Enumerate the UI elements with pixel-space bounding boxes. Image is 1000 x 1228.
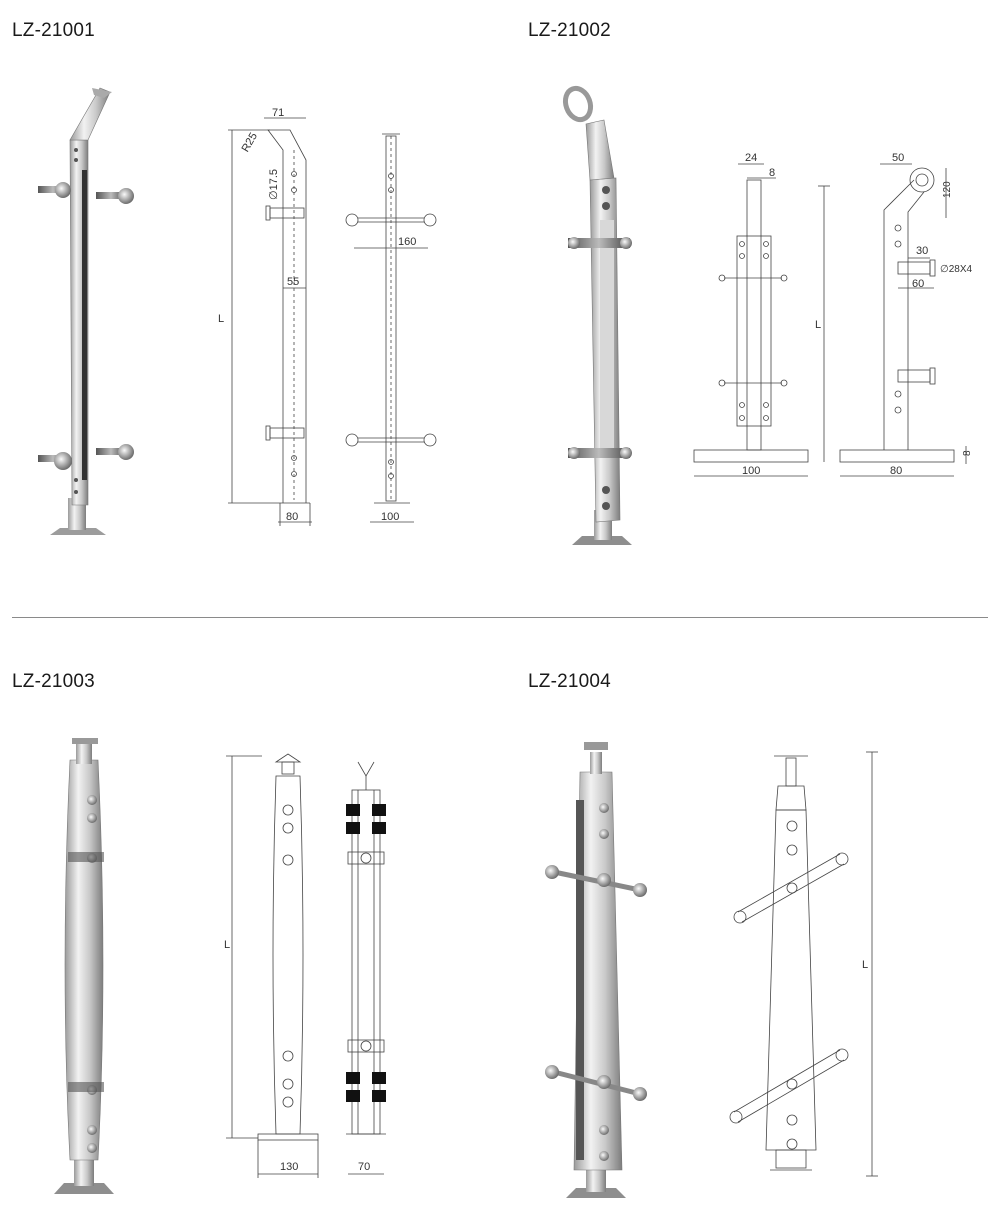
dim-base-a-21003: 130 xyxy=(280,1161,298,1173)
dim-top-21002: 50 xyxy=(892,152,904,164)
dim-length-21002: L xyxy=(815,319,821,331)
drawing-21001-front xyxy=(345,133,437,523)
product-code-21003: LZ-21003 xyxy=(12,671,95,692)
drawing-21002-front xyxy=(693,163,830,477)
dim-base-h: 8 xyxy=(962,450,973,456)
dim-w2: 8 xyxy=(769,167,775,179)
dim-bolt: ∅28X4 xyxy=(940,264,973,275)
dim-c2: 60 xyxy=(912,278,924,290)
dim-base-b: 100 xyxy=(381,511,399,523)
drawing-21002-side xyxy=(839,163,967,477)
photo-21002 xyxy=(562,85,632,545)
dim-radius: R25 xyxy=(240,131,260,154)
product-code-21002: LZ-21002 xyxy=(528,20,611,41)
product-code-21001: LZ-21001 xyxy=(12,20,95,41)
product-code-21004: LZ-21004 xyxy=(528,671,611,692)
photo-21004 xyxy=(545,742,647,1198)
dim-base-b-21002: 80 xyxy=(890,465,902,477)
clamp-lower xyxy=(38,444,134,470)
drawing-21004 xyxy=(729,751,878,1177)
dim-top: 71 xyxy=(272,107,284,119)
photo-21003 xyxy=(54,738,114,1194)
photo-21001 xyxy=(38,87,134,535)
dim-spacing: 55 xyxy=(287,276,299,288)
dim-c1: 30 xyxy=(916,245,928,257)
section-divider xyxy=(12,617,988,618)
dim-length: L xyxy=(218,313,224,325)
drawing-21003-front xyxy=(226,753,319,1178)
dim-clamp: 160 xyxy=(398,236,416,248)
dim-length-21004: L xyxy=(862,959,868,971)
dim-hole: ∅17.5 xyxy=(268,169,280,200)
dim-w1: 24 xyxy=(745,152,757,164)
dim-base-b-21003: 70 xyxy=(358,1161,370,1173)
drawing-21001-side xyxy=(228,117,312,526)
clamp-upper xyxy=(38,182,134,204)
dim-base-a-21002: 100 xyxy=(742,465,760,477)
dim-base-a: 80 xyxy=(286,511,298,523)
dim-length-21003: L xyxy=(224,939,230,951)
dim-h1: 120 xyxy=(942,181,953,198)
glass-clips-21003 xyxy=(346,804,386,1102)
